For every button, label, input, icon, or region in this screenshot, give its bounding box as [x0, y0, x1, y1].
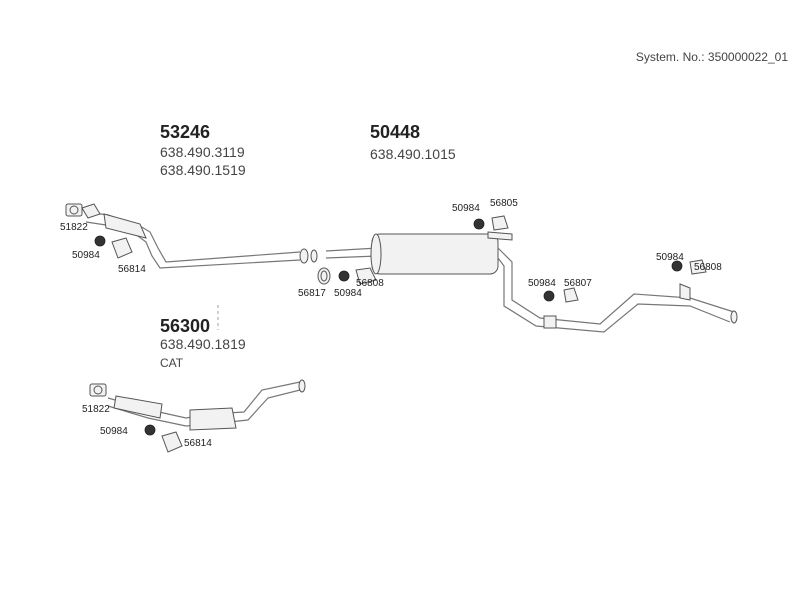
middle-clamps: [317, 215, 707, 303]
callout-label: 56807: [564, 278, 592, 289]
callout-label: 50984: [528, 278, 556, 289]
part-number-56300: 56300: [160, 316, 211, 336]
callout-label: 50984: [72, 250, 100, 261]
callout-label: 56808: [694, 262, 722, 273]
callout-label: 56817: [298, 288, 326, 299]
cat-label: CAT: [160, 356, 184, 370]
front-clamps: [65, 203, 133, 259]
part-number-50448: 50448: [370, 122, 421, 142]
cat-pipe-56300: [89, 379, 306, 453]
callout-label: 50984: [100, 426, 128, 437]
reference-number: 638.490.3119: [160, 144, 245, 160]
callout-label: 50984: [656, 252, 684, 263]
callout-label: 50984: [334, 288, 362, 299]
reference-number: 638.490.1015: [370, 146, 456, 162]
callout-label: 56805: [490, 198, 518, 209]
callout-label: 51822: [82, 404, 110, 415]
reference-number: 638.490.1819: [160, 336, 246, 352]
callout-label: 56814: [184, 438, 212, 449]
rear-pipe-50448: [325, 231, 738, 333]
front-pipe-53246: [85, 211, 318, 269]
system-number: System. No.: 350000022_01: [635, 50, 788, 64]
part-number-53246: 53246: [160, 122, 211, 142]
callout-label: 51822: [60, 222, 88, 233]
callout-label: 50984: [452, 203, 480, 214]
reference-number: 638.490.1519: [160, 162, 246, 178]
callout-label: 56808: [356, 278, 384, 289]
callout-label: 56814: [118, 264, 146, 275]
